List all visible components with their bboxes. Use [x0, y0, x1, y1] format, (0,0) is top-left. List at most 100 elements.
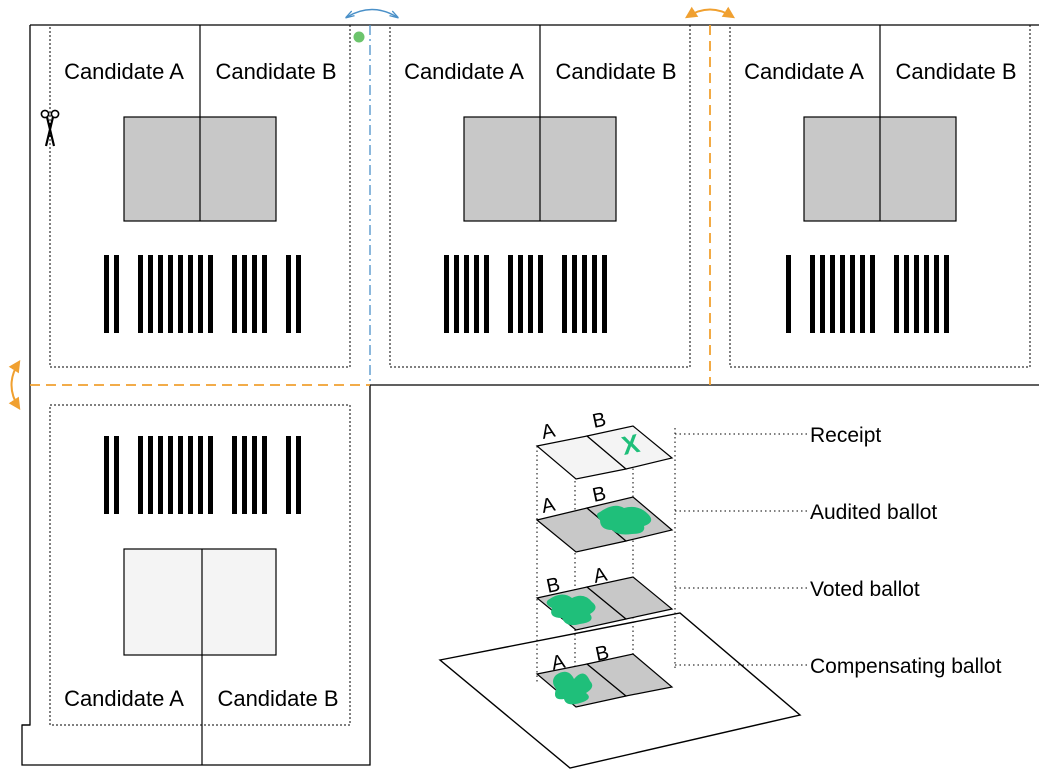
layer-letter-left: B — [544, 574, 562, 598]
ballot-top-left: Candidate A Candidate B — [64, 25, 337, 333]
barcode-bar — [528, 255, 533, 333]
barcode-bar — [454, 255, 459, 333]
ballot-top-middle: Candidate A Candidate B — [404, 25, 677, 333]
double-arrow-icon — [684, 6, 736, 19]
barcode-bar — [104, 436, 109, 514]
layer-letter-left: A — [539, 419, 557, 443]
barcode-bar — [894, 255, 899, 333]
layer-letter-left: A — [549, 650, 567, 674]
barcode-bar — [860, 255, 865, 333]
barcode-bar — [484, 255, 489, 333]
candidate-b-label: Candidate B — [217, 686, 338, 711]
barcode-bar — [158, 255, 163, 333]
barcode — [786, 255, 949, 333]
barcode-bar — [444, 255, 449, 333]
candidate-a-label: Candidate A — [744, 59, 864, 84]
barcode-bar — [232, 436, 237, 514]
barcode-bar — [296, 436, 301, 514]
barcode-bar — [562, 255, 567, 333]
layer-letter-left: A — [539, 493, 557, 517]
barcode-bar — [474, 255, 479, 333]
compensating-ballot-label: Compensating ballot — [810, 655, 1002, 678]
ballot-bottom-left: Candidate A Candidate B — [64, 436, 339, 765]
barcode-bar — [914, 255, 919, 333]
barcode-bar — [262, 255, 267, 333]
barcode-bar — [114, 436, 119, 514]
barcode-bar — [830, 255, 835, 333]
barcode-bar — [252, 436, 257, 514]
barcode-bar — [168, 255, 173, 333]
barcode-bar — [178, 255, 183, 333]
layer-receipt: X A B — [535, 409, 674, 480]
barcode-bar — [138, 436, 143, 514]
barcode-bar — [138, 255, 143, 333]
layer-voted: B A — [535, 563, 674, 631]
barcode-bar — [208, 255, 213, 333]
barcode-bar — [198, 436, 203, 514]
barcode-bar — [582, 255, 587, 333]
ballot-outline-bottom-left — [49, 404, 351, 726]
barcode-bar — [208, 436, 213, 514]
barcode-bar — [242, 436, 247, 514]
ballot-top-right: Candidate A Candidate B — [744, 25, 1017, 333]
barcode-bar — [572, 255, 577, 333]
receipt-label: Receipt — [810, 424, 881, 447]
layer-audited: A B — [535, 483, 674, 553]
barcode-bar — [148, 255, 153, 333]
candidate-a-label: Candidate A — [404, 59, 524, 84]
barcode-bar — [810, 255, 815, 333]
barcode-bar — [252, 255, 257, 333]
pin-dot-icon — [353, 31, 365, 43]
voted-ballot-label: Voted ballot — [810, 578, 920, 601]
barcode-bar — [198, 255, 203, 333]
barcode-bar — [286, 255, 291, 333]
barcode-bar — [850, 255, 855, 333]
barcode-bar — [538, 255, 543, 333]
barcode-bar — [242, 255, 247, 333]
barcode-bar — [262, 436, 267, 514]
double-arrow-icon — [347, 8, 397, 18]
barcode-bar — [840, 255, 845, 333]
barcode-bar — [188, 436, 193, 514]
barcode-bar — [114, 255, 119, 333]
barcode-bar — [464, 255, 469, 333]
layer-letter-right: B — [590, 409, 608, 433]
barcode-bar — [188, 255, 193, 333]
barcode-bar — [944, 255, 949, 333]
barcode-bar — [592, 255, 597, 333]
layer-letter-right: A — [591, 563, 609, 587]
barcode-bar — [158, 436, 163, 514]
barcode-bar — [820, 255, 825, 333]
barcode-bar — [518, 255, 523, 333]
layer-letter-right: B — [590, 483, 608, 507]
barcode-bar — [296, 255, 301, 333]
barcode-bar — [924, 255, 929, 333]
barcode-bar — [904, 255, 909, 333]
barcode — [104, 255, 301, 333]
barcode-bar — [286, 436, 291, 514]
candidate-b-label: Candidate B — [215, 59, 336, 84]
candidate-b-label: Candidate B — [895, 59, 1016, 84]
barcode — [444, 255, 607, 333]
layer-letter-right: B — [593, 642, 611, 666]
audited-ballot-label: Audited ballot — [810, 501, 937, 524]
barcode-bar — [934, 255, 939, 333]
barcode-bar — [870, 255, 875, 333]
barcode-bar — [602, 255, 607, 333]
scratch-box-light — [123, 548, 277, 656]
candidate-a-label: Candidate A — [64, 59, 184, 84]
barcode-bar — [168, 436, 173, 514]
layer-compensating: A B — [535, 642, 674, 708]
barcode-bar — [232, 255, 237, 333]
barcode — [104, 436, 301, 514]
barcode-bar — [786, 255, 791, 333]
double-arrow-icon — [8, 359, 21, 411]
barcode-bar — [148, 436, 153, 514]
candidate-b-label: Candidate B — [555, 59, 676, 84]
barcode-bar — [508, 255, 513, 333]
receipt-mark: X — [619, 428, 643, 461]
barcode-bar — [104, 255, 109, 333]
barcode-bar — [178, 436, 183, 514]
candidate-a-label: Candidate A — [64, 686, 184, 711]
